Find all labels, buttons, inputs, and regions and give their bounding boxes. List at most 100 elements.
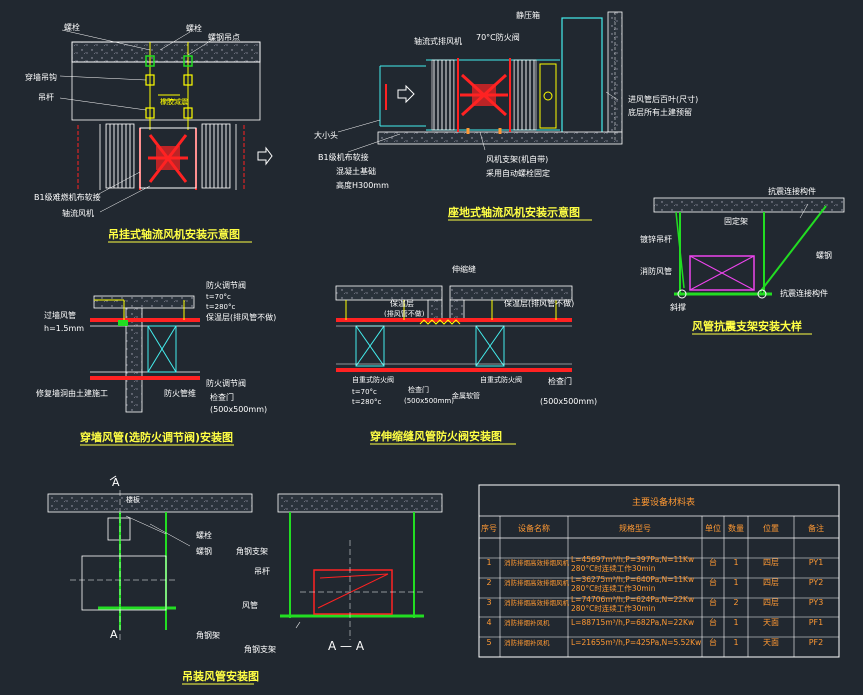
d4-label-a: 防火调节阀 — [206, 280, 246, 290]
d4-label-e: h=1.5mm — [44, 324, 84, 333]
table-cell-spec: L=45697m³/h,P=397Pa,N=11Kw — [571, 555, 694, 564]
d6-label-g: 角钢支架 — [244, 644, 276, 654]
table-header-5: 位置 — [763, 523, 779, 533]
d4-label-h: 检查门 — [210, 392, 234, 402]
d4-label-c: t=280°c — [206, 303, 235, 311]
d3-label-b: 固定架 — [724, 216, 748, 226]
table-cell-name: 消防排烟补风机 — [504, 638, 550, 647]
table-cell-unit: 台 — [709, 617, 717, 627]
d2-label-box: 静压箱 — [516, 10, 540, 20]
d6-marker-a-top: A — [112, 476, 120, 489]
table-cell-spec-line2: 280°C时连续工作30min — [571, 603, 656, 613]
table-cell-qty: 2 — [733, 598, 738, 607]
table-cell-no: 3 — [486, 598, 491, 607]
d5-label-g: 检查门 — [408, 385, 429, 394]
d1-label-washer: 螺栓 — [186, 23, 202, 33]
table-cell-spec-line2: 280°C时连续工作30min — [571, 583, 656, 593]
d4-label-i: (500x500mm) — [210, 405, 267, 414]
d5-label-f: t=280°c — [352, 398, 381, 406]
d1-title: 吊挂式轴流风机安装示意图 — [108, 227, 240, 241]
d3-label-d: 消防风管 — [640, 266, 672, 276]
table-cell-spec: L=88715m³/h,P=682Pa,N=22Kw — [571, 618, 694, 627]
d2-label-support2: 采用自动螺栓固定 — [486, 168, 550, 178]
table-header-6: 备注 — [808, 523, 824, 533]
table-cell-note: PF1 — [809, 618, 824, 627]
table-cell-unit: 台 — [709, 637, 717, 647]
d2-label-soft: B1级机布软接 — [318, 152, 369, 162]
d3-label-e: 斜撑 — [670, 302, 686, 312]
d1-label-soft-joint: B1级难燃机布软接 — [34, 192, 101, 202]
table-cell-loc: 四层 — [763, 558, 779, 567]
d4-label-g: 防火调节阀 — [206, 378, 246, 388]
d3-label-a: 抗震连接构件 — [768, 186, 816, 196]
table-cell-name: 消防排烟高效排烟风机 — [504, 578, 570, 587]
d5-label-h: (500x500mm) — [404, 397, 454, 405]
diagram-floor-fan — [337, 11, 623, 153]
table-cell-no: 4 — [486, 618, 491, 627]
table-cell-no: 2 — [486, 578, 491, 587]
d5-label-d: 自重式防火阀 — [352, 375, 394, 384]
table-cell-loc: 四层 — [763, 578, 779, 587]
d4-label-b: t=70°c — [206, 293, 231, 301]
d1-label-bolt: 螺栓 — [64, 22, 80, 32]
slab-1 — [71, 41, 261, 63]
diagram-hanging-duct — [47, 475, 443, 640]
d5-label-k: 检查门 — [548, 376, 572, 386]
table-cell-unit: 台 — [709, 557, 717, 567]
table-cell-qty: 1 — [733, 618, 738, 627]
d4-label-d: 过墙风管 — [44, 310, 76, 320]
table-cell-loc: 四层 — [763, 598, 779, 607]
d1-label-rod: 吊杆 — [38, 92, 54, 102]
airflow-arrow-icon-2 — [397, 84, 415, 104]
d2-label-right2: 底层所有土建预留 — [628, 107, 692, 117]
table-cell-name: 消防排烟高效排烟风机 — [504, 558, 570, 567]
d4-label-f: 保温层(排风管不做) — [206, 312, 276, 322]
table-header-4: 数量 — [728, 523, 744, 533]
d6-section-label: A — A — [328, 639, 365, 653]
table-cell-qty: 1 — [733, 558, 738, 567]
d2-label-fan: 轴流式排风机 — [414, 36, 462, 46]
d5-label-l: (500x500mm) — [540, 397, 597, 406]
equipment-table-grid — [478, 484, 840, 658]
diagram-seismic-support — [653, 197, 845, 299]
table-cell-qty: 1 — [733, 578, 738, 587]
d6-title: 吊装风管安装图 — [182, 669, 259, 683]
d5-label-c: 保温层(排风管不做) — [504, 298, 574, 308]
d4-label-j: 防火管维 — [164, 388, 196, 398]
d5-label-i: 金属软管 — [452, 391, 480, 400]
d2-label-base: 混凝土基础 — [336, 166, 376, 176]
table-cell-unit: 台 — [709, 597, 717, 607]
diagram-hanging-fan — [59, 29, 273, 213]
d6-label-e: 吊杆 — [254, 566, 270, 576]
d5-label-j: 自重式防火阀 — [480, 375, 522, 384]
d1-label-nut: 螺钢吊点 — [208, 32, 240, 42]
d4-label-k: 修复墙洞由土建施工 — [36, 388, 108, 398]
table-header-0: 序号 — [481, 523, 497, 533]
table-header-1: 设备名称 — [518, 523, 550, 533]
d5-label-b: 保温层 — [390, 298, 414, 308]
d3-title: 风管抗震支架安装大样 — [692, 319, 802, 333]
d6-label-c: 螺钢 — [196, 546, 212, 556]
d2-label-head: 大小头 — [314, 130, 338, 140]
table-cell-loc: 天面 — [763, 618, 779, 627]
table-cell-note: PY1 — [809, 558, 824, 567]
d4-title: 穿墙风管(选防火调节阀)安装图 — [80, 430, 233, 444]
table-cell-spec: L=74706m³/h,P=624Pa,N=22Kw — [571, 595, 694, 604]
table-cell-spec-line2: 280°C时连续工作30min — [571, 563, 656, 573]
d2-label-valve: 70°C防火阀 — [476, 32, 520, 42]
plenum-box — [561, 17, 603, 135]
d6-label-d: 角钢支架 — [236, 546, 268, 556]
table-cell-note: PF2 — [809, 638, 824, 647]
d2-label-support: 风机支架(机自带) — [486, 154, 548, 164]
d6-label-h: 角钢架 — [196, 630, 220, 640]
d2-label-right1: 进风管后百叶(尺寸) — [628, 94, 698, 104]
table-title: 主要设备材料表 — [632, 496, 695, 508]
d1-label-hook: 穿墙吊钩 — [25, 72, 57, 82]
d1-label-fan: 轴流风机 — [62, 208, 94, 218]
d5-title: 穿伸缩缝风管防火阀安装图 — [370, 429, 502, 443]
d1-label-damper: 橡胶减震 — [160, 97, 188, 106]
table-cell-spec: L=21655m³/h,P=425Pa,N=5.52Kw — [571, 638, 701, 647]
d6-label-f: 风管 — [242, 600, 258, 610]
